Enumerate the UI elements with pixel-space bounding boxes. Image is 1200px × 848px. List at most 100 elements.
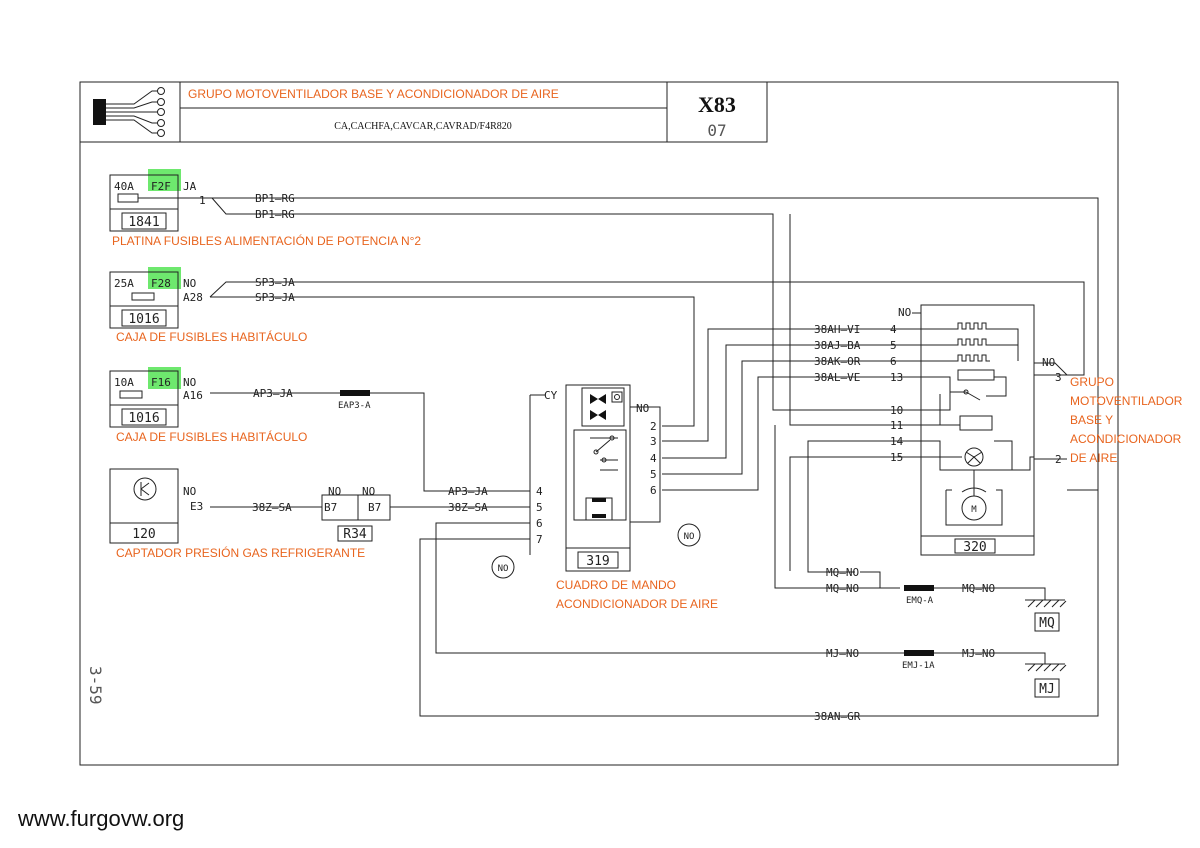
panel-out-pin: 6: [650, 484, 657, 497]
group-color-out: NO: [1042, 356, 1055, 369]
no-marker: NO: [677, 523, 701, 547]
connector-logo-icon: [93, 87, 165, 137]
group-color-in: NO: [898, 306, 911, 319]
fuse-box-3: 10A F16 NO A16 1016 CAJA DE FUSIBLES HAB…: [109, 367, 307, 444]
group-id: 320: [963, 540, 986, 555]
control-panel-icons: [581, 387, 625, 427]
svg-text:NO: NO: [684, 532, 695, 542]
panel-out-pin: 4: [650, 452, 657, 465]
ground-label: MJ: [1039, 682, 1055, 697]
panel-id: 319: [586, 554, 609, 569]
wire-label: 38Z—SA: [252, 501, 292, 514]
fuse-box-caption: CAJA DE FUSIBLES HABITÁCULO: [116, 429, 307, 444]
panel-color-top: CY: [544, 389, 558, 402]
resistor-icon: [921, 322, 1019, 362]
wire-label: 38AK—OR: [814, 355, 861, 368]
fuse-wire-color: JA: [183, 180, 197, 193]
sensor-caption: CAPTADOR PRESIÓN GAS REFRIGERANTE: [116, 545, 365, 560]
ground-icon: [1025, 599, 1067, 608]
header-block: GRUPO MOTOVENTILADOR BASE Y ACONDICIONAD…: [79, 81, 768, 143]
fuse-box-2: 25A F28 NO A28 1016 CAJA DE FUSIBLES HAB…: [109, 267, 307, 344]
r34-right-color: NO: [362, 485, 375, 498]
wire-label: MQ—NO: [962, 582, 995, 595]
fuse-highlight: [148, 367, 181, 389]
wire-label: SP3—JA: [255, 276, 295, 289]
panel-out-pin: 2: [650, 420, 657, 433]
svg-text:NO: NO: [498, 564, 509, 574]
wire-label: MJ—NO: [826, 647, 859, 660]
sensor-pin: E3: [190, 500, 203, 513]
wire-label: MQ—NO: [826, 566, 859, 579]
wiring: BP1—RG BP1—RG SP3—JA SP3—JA AP3—JA EAP3-…: [178, 192, 1099, 723]
wire-label: 38AH—VI: [814, 323, 860, 336]
panel-caption-2: ACONDICIONADOR DE AIRE: [556, 597, 718, 611]
diagram-code: X83: [698, 92, 736, 117]
fuse-box-caption: CAJA DE FUSIBLES HABITÁCULO: [116, 329, 307, 344]
wire-label: BP1—RG: [255, 192, 295, 205]
control-panel-319: CY NO 2 3 4 5 6 4 5 6 7 319 CUADRO DE MA…: [536, 384, 718, 611]
wire-label: 38AN—GR: [814, 710, 861, 723]
fuse-id: F2F: [151, 180, 171, 193]
fuse-box-id: 1841: [128, 215, 159, 230]
panel-out-pin: 5: [650, 468, 657, 481]
diagram-title: GRUPO MOTOVENTILADOR BASE Y ACONDICIONAD…: [188, 87, 559, 101]
r34-left-color: NO: [328, 485, 341, 498]
sensor-wire-color: NO: [183, 485, 196, 498]
panel-in-pin: 6: [536, 517, 543, 530]
fan-icon: [921, 440, 1013, 471]
pressure-sensor-icon: [133, 477, 157, 501]
group-caption-line: ACONDICIONADOR: [1070, 432, 1182, 446]
panel-color-in: NO: [636, 402, 649, 415]
fuse-wire-color: NO: [183, 277, 196, 290]
fuse-icon: [119, 390, 143, 399]
no-marker: NO: [491, 555, 515, 579]
r34-right-pin: B7: [368, 501, 381, 514]
splice-marker: [904, 650, 934, 656]
wire-label: MJ—NO: [962, 647, 995, 660]
ground-label: MQ: [1039, 616, 1055, 631]
wire-label: AP3—JA: [253, 387, 293, 400]
motor-icon: M: [945, 456, 1034, 526]
fuse-id: F16: [151, 376, 171, 389]
watermark: www.furgovw.org: [17, 806, 184, 831]
group-caption-line: MOTOVENTILADOR: [1070, 394, 1183, 408]
fuse-rating: 40A: [114, 180, 134, 193]
wire-label: MQ—NO: [826, 582, 859, 595]
fuse-pin: 1: [199, 194, 206, 207]
wire-label: SP3—JA: [255, 291, 295, 304]
wire-label: 38AJ—BA: [814, 339, 861, 352]
wire-label: 38AL—VE: [814, 371, 860, 384]
wire-label: BP1—RG: [255, 208, 295, 221]
wire-label: AP3—JA: [448, 485, 488, 498]
sensor-box-id: 120: [132, 527, 155, 542]
fuse-icon: [131, 292, 155, 301]
sheet-number: 07: [707, 121, 726, 140]
fuse-id: F28: [151, 277, 171, 290]
page-side-label: 3-59: [86, 666, 105, 705]
wire-label: 38Z—SA: [448, 501, 488, 514]
sheet-frame: [79, 81, 1119, 766]
group-pin-right: 3: [1055, 371, 1062, 384]
fuse-rating: 25A: [114, 277, 134, 290]
panel-in-pin: 7: [536, 533, 543, 546]
svg-text:M: M: [971, 505, 977, 515]
splice-label: EMQ-A: [906, 596, 934, 606]
pressure-sensor: NO E3 120 CAPTADOR PRESIÓN GAS REFRIGERA…: [109, 468, 365, 560]
group-caption-line: BASE Y: [1070, 413, 1113, 427]
panel-out-pin: 3: [650, 435, 657, 448]
splice-marker: [904, 585, 934, 591]
splice-marker: [340, 390, 370, 396]
header-code-cell: [666, 81, 768, 143]
relay-icon: [921, 369, 1007, 431]
splice-label: EAP3-A: [338, 401, 371, 411]
fuse-box-caption: PLATINA FUSIBLES ALIMENTACIÓN DE POTENCI…: [112, 233, 421, 248]
splice-label: EMJ-1A: [902, 661, 935, 671]
r34-id: R34: [343, 527, 367, 542]
group-caption-line: DE AIRE: [1070, 451, 1117, 465]
fuse-pin: A28: [183, 291, 203, 304]
fuse-rating: 10A: [114, 376, 134, 389]
diagram-variants: CA,CACHFA,CAVCAR,CAVRAD/F4R820: [334, 121, 512, 132]
fuse-box-id: 1016: [128, 411, 159, 426]
group-caption-line: GRUPO: [1070, 375, 1114, 389]
ground-icon: [1025, 663, 1067, 672]
